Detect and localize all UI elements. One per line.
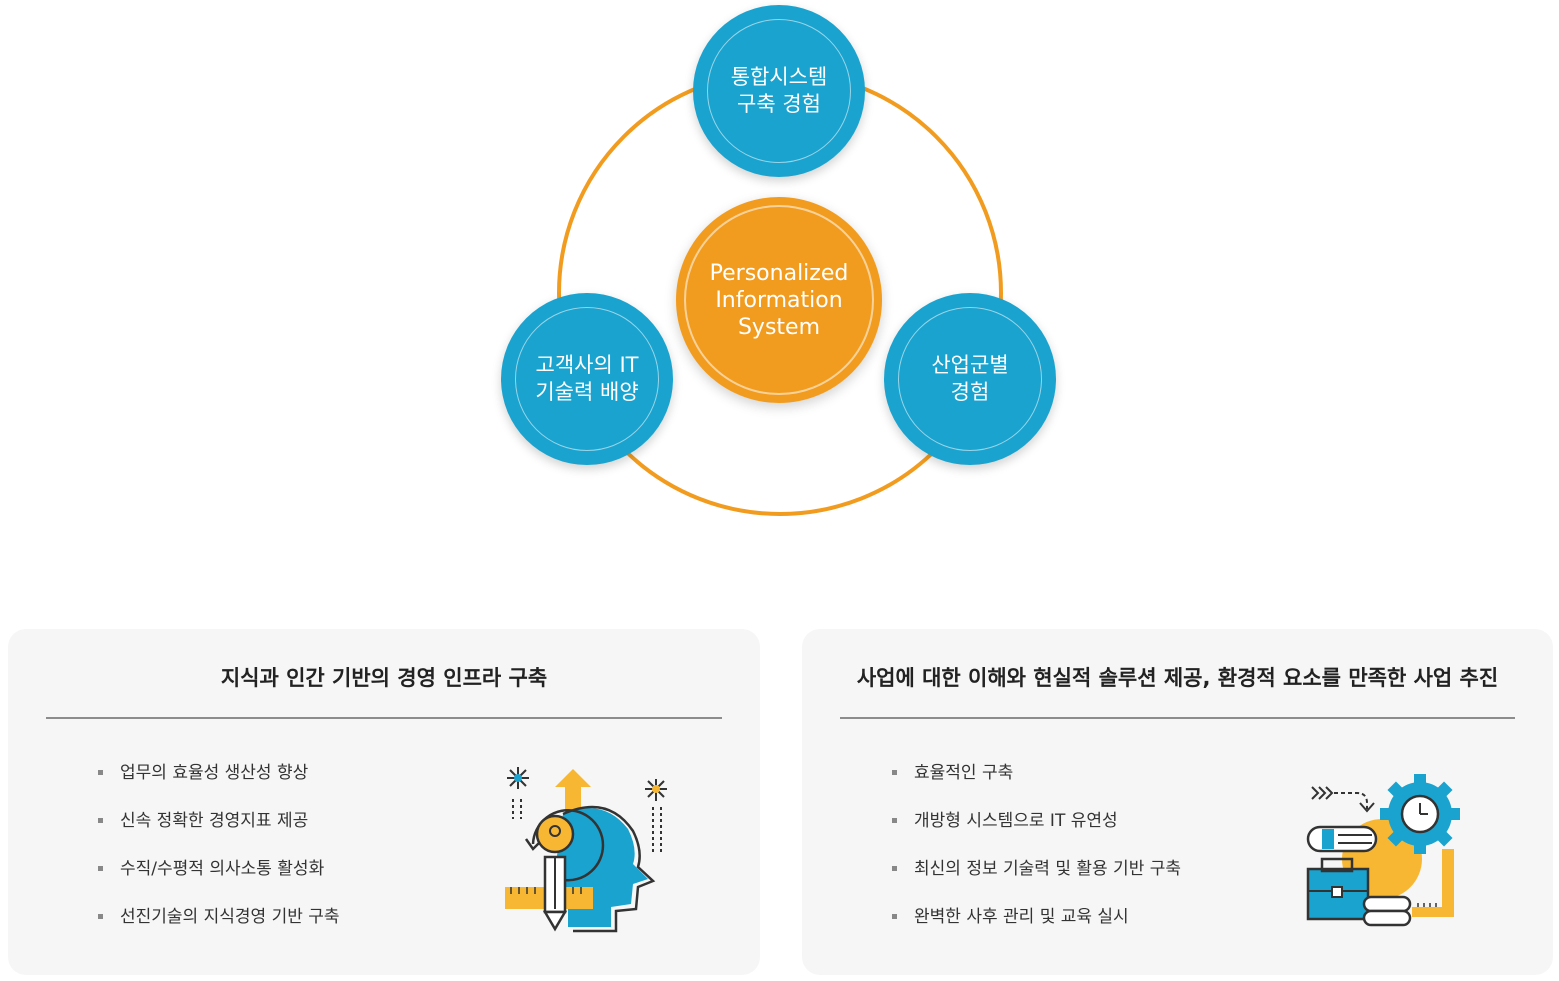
- list-item: 완벽한 사후 관리 및 교육 실시: [892, 905, 1181, 953]
- list-item: 효율적인 구축: [892, 761, 1181, 809]
- list-item: 업무의 효율성 생산성 향상: [98, 761, 340, 809]
- list-item: 신속 정확한 경영지표 제공: [98, 809, 340, 857]
- node-right: 산업군별 경험: [884, 293, 1056, 465]
- list-item: 최신의 정보 기술력 및 활용 기반 구축: [892, 857, 1181, 905]
- cycle-diagram: 통합시스템 구축 경험 Personalized Information Sys…: [501, 5, 1056, 516]
- head-lightbulb-pencil-icon: [505, 767, 667, 933]
- list-item: 개방형 시스템으로 IT 유연성: [892, 809, 1181, 857]
- node-top: 통합시스템 구축 경험: [693, 5, 865, 177]
- node-left-label: 고객사의 IT 기술력 배양: [535, 353, 639, 404]
- list-item: 선진기술의 지식경영 기반 구축: [98, 905, 340, 953]
- divider: [46, 717, 722, 719]
- card-business: 사업에 대한 이해와 현실적 솔루션 제공, 환경적 요소를 만족한 사업 추진…: [802, 629, 1553, 975]
- bullet-list: 업무의 효율성 생산성 향상 신속 정확한 경영지표 제공 수직/수평적 의사소…: [98, 761, 340, 953]
- gear-lightbulb-toolbox-icon: [1306, 774, 1460, 927]
- card-infrastructure: 지식과 인간 기반의 경영 인프라 구축 업무의 효율성 생산성 향상 신속 정…: [8, 629, 760, 975]
- list-item: 수직/수평적 의사소통 활성화: [98, 857, 340, 905]
- card-title: 사업에 대한 이해와 현실적 솔루션 제공, 환경적 요소를 만족한 사업 추진: [856, 666, 1499, 690]
- node-left: 고객사의 IT 기술력 배양: [501, 293, 673, 465]
- node-center: Personalized Information System: [676, 197, 882, 403]
- bullet-list: 효율적인 구축 개방형 시스템으로 IT 유연성 최신의 정보 기술력 및 활용…: [892, 761, 1181, 953]
- divider: [840, 717, 1515, 719]
- node-right-label: 산업군별 경험: [931, 353, 1009, 404]
- node-center-label: Personalized Information System: [709, 260, 849, 340]
- node-top-label: 통합시스템 구축 경험: [730, 65, 828, 116]
- card-title: 지식과 인간 기반의 경영 인프라 구축: [220, 666, 548, 690]
